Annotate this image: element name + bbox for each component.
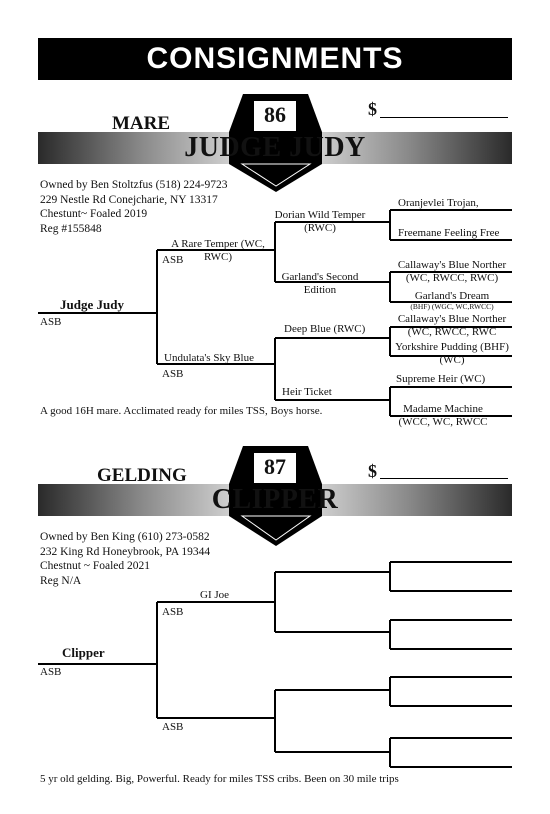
lot-note: 5 yr old gelding. Big, Powerful. Ready f… [40, 773, 399, 785]
dam-sire-label: Deep Blue (RWC) [284, 323, 366, 335]
horse-breed: ASB [40, 316, 62, 328]
sire-dam-label: Garland's Second Edition [281, 271, 359, 296]
owner-address: 232 King Rd Honeybrook, PA 19344 [40, 545, 211, 558]
grand-4: Garland's Dream [414, 290, 490, 302]
price-line [380, 478, 508, 479]
sire-label: GI Joe [200, 589, 230, 601]
horse-breed: ASB [40, 666, 62, 678]
sire-label: A Rare Temper (WC, RWC) [171, 238, 265, 263]
lot-number: 86 [264, 102, 286, 127]
owner-address: 229 Nestle Rd Conejcharie, NY 13317 [40, 193, 218, 206]
grand-7: Supreme Heir (WC) [396, 373, 486, 385]
horse-label: Judge Judy [60, 297, 124, 312]
sire-breed: ASB [162, 254, 184, 266]
grand-8: Madame Machine (WCC, WC, RWCC [398, 403, 488, 428]
registration: Reg #155848 [40, 222, 102, 235]
horse-name: CLIPPER [211, 484, 339, 515]
owner-info: Owned by Ben Stoltzfus (518) 224-9723 22… [40, 178, 228, 236]
sire-breed: ASB [162, 606, 184, 618]
owner-line: Owned by Ben Stoltzfus (518) 224-9723 [40, 179, 228, 191]
grand-5: Callaway's Blue Norther (WC, RWCC, RWC [397, 313, 507, 338]
dam-breed: ASB [162, 721, 184, 733]
lot-category: GELDING [97, 465, 187, 486]
dam-dam-label: Heir Ticket [282, 386, 332, 398]
lot-note: A good 16H mare. Acclimated ready for mi… [40, 405, 323, 417]
grand-4-titles: (BHF) (WGC, WC,RWCC) [410, 302, 494, 311]
lot-category: MARE [112, 113, 171, 134]
owner-line: Owned by Ben King (610) 273-0582 [40, 531, 210, 543]
grand-2: Freemane Feeling Free [398, 227, 500, 239]
registration: Reg N/A [40, 574, 82, 587]
dam-label: Undulata's Sky Blue [164, 352, 254, 364]
price-symbol: $ [368, 99, 377, 119]
color-foaled: Chestunt~ Foaled 2019 [40, 208, 148, 220]
color-foaled: Chestnut ~ Foaled 2021 [40, 560, 151, 572]
page-title: CONSIGNMENTS [38, 38, 512, 80]
price-symbol: $ [368, 461, 377, 481]
horse-label: Clipper [62, 645, 105, 660]
grand-3: Callaway's Blue Norther (WC, RWCC, RWC) [397, 259, 507, 284]
horse-name: JUDGE JUDY [184, 132, 366, 163]
owner-info: Owned by Ben King (610) 273-0582 232 Kin… [40, 530, 210, 588]
price-line [380, 117, 508, 118]
grand-1: Oranjevlei Trojan, [398, 197, 479, 209]
dam-breed: ASB [162, 368, 184, 380]
lot-number: 87 [264, 454, 286, 479]
grand-6: Yorkshire Pudding (BHF) (WC) [395, 341, 509, 366]
sire-sire-label: Dorian Wild Temper (RWC) [274, 209, 366, 234]
